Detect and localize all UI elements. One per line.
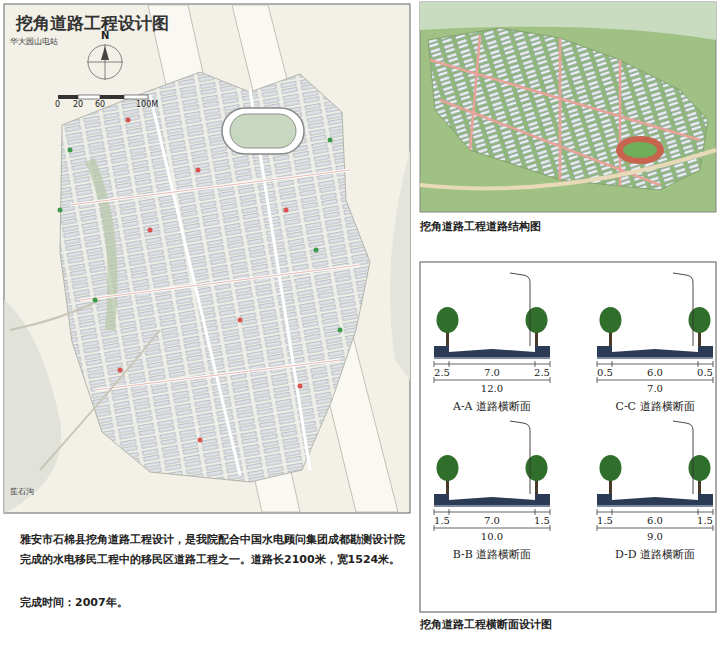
place-name: 华大园山电站 — [10, 38, 58, 47]
total-width: 12.0 — [472, 383, 512, 394]
dimension-value: 0.5 — [591, 367, 619, 378]
section-label: D-D 道路横断面 — [590, 549, 720, 561]
figure-caption: 挖角道路工程横断面设计图 — [420, 619, 552, 631]
dimension-value: 1.5 — [691, 515, 719, 526]
dimension-value: 2.5 — [528, 367, 556, 378]
scale-number: 0 — [55, 101, 60, 110]
scale-number: 100M — [136, 101, 158, 110]
total-width: 10.0 — [472, 531, 512, 542]
dimension-value: 6.0 — [641, 367, 669, 378]
site-plan — [4, 4, 410, 513]
aerial-view — [420, 2, 716, 212]
dimension-value: 7.0 — [478, 515, 506, 526]
dimension-value: 1.5 — [591, 515, 619, 526]
dimension-value: 1.5 — [528, 515, 556, 526]
total-width: 9.0 — [635, 531, 675, 542]
total-width: 7.0 — [635, 383, 675, 394]
completion-date: 完成时间：2007年。 — [20, 597, 128, 609]
dimension-value: 6.0 — [641, 515, 669, 526]
section-label: A-A 道路横断面 — [427, 401, 557, 413]
dimension-value: 0.5 — [691, 367, 719, 378]
north-arrow: N — [101, 30, 109, 41]
scale-number: 60 — [95, 101, 105, 110]
dimension-value: 1.5 — [428, 515, 456, 526]
place-name: 笙石沟 — [10, 488, 34, 497]
section-label: C-C 道路横断面 — [590, 401, 720, 413]
map-title: 挖角道路工程设计图 — [16, 14, 169, 33]
figure-caption: 挖角道路工程道路结构图 — [420, 221, 541, 233]
section-label: B-B 道路横断面 — [427, 549, 557, 561]
scale-number: 20 — [73, 101, 83, 110]
project-description: 雅安市石棉县挖角道路工程设计，是我院配合中国水电顾问集团成都勘测设计院完成的水电… — [20, 530, 406, 570]
dimension-value: 7.0 — [478, 367, 506, 378]
dimension-value: 2.5 — [428, 367, 456, 378]
